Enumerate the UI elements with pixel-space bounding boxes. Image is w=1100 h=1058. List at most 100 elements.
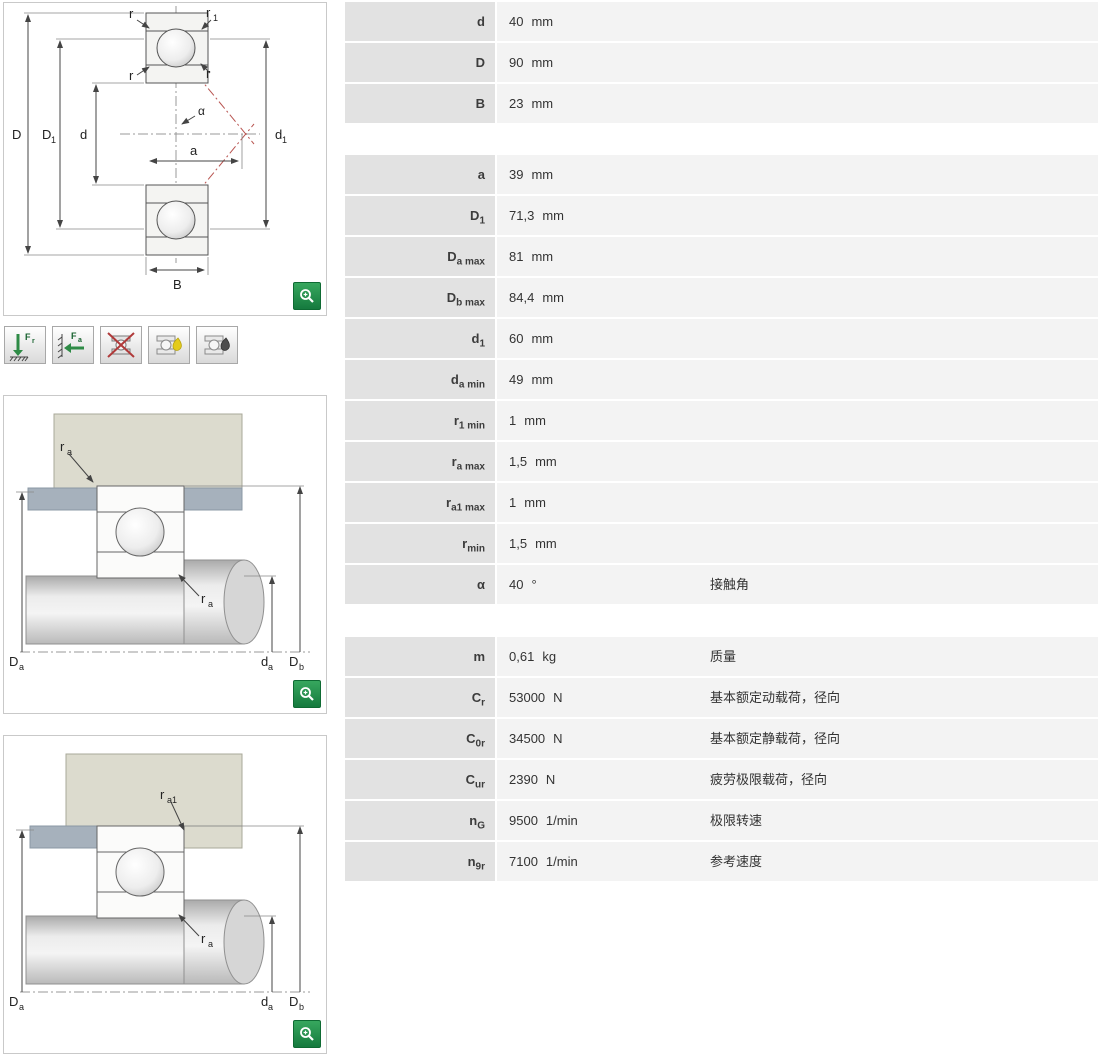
param-value: 49 xyxy=(509,372,524,387)
no-seal-icon[interactable] xyxy=(100,326,142,364)
dim-label-r1: r xyxy=(206,5,211,20)
param-subscript: min xyxy=(467,543,485,555)
param-label: n9r xyxy=(345,842,497,881)
param-symbol: m xyxy=(473,649,485,664)
mounting-drawing-panel-1: r a r a D a d a D b xyxy=(3,395,327,714)
param-value: 7100 xyxy=(509,854,538,869)
dim-label-da: d xyxy=(261,654,268,669)
param-label: D1 xyxy=(345,196,497,235)
param-description: 极限转速 xyxy=(710,813,763,828)
dim-label-r-mid-left: r xyxy=(129,68,134,83)
param-subscript: a min xyxy=(458,379,485,391)
param-label: ra max xyxy=(345,442,497,481)
param-label: da min xyxy=(345,360,497,399)
param-label: Da max xyxy=(345,237,497,276)
param-value: 1 xyxy=(509,495,517,510)
dim-label-d1-sub: 1 xyxy=(282,135,287,145)
radial-load-icon[interactable]: F r xyxy=(4,326,46,364)
dim-label-Da: D xyxy=(9,654,18,669)
param-label: D xyxy=(345,43,497,82)
param-symbol: B xyxy=(475,96,485,111)
dim-label-B: B xyxy=(173,277,182,292)
param-value: 2390 xyxy=(509,772,538,787)
param-description: 质量 xyxy=(710,649,737,664)
dim-label-D1-sub: 1 xyxy=(51,135,56,145)
dim-label-da-sub: a xyxy=(268,662,273,672)
oil-lubrication-icon[interactable] xyxy=(196,326,238,364)
param-label: r1 min xyxy=(345,401,497,440)
dim-label-Db: D xyxy=(289,654,298,669)
param-unit: mm xyxy=(531,96,554,111)
param-unit: ° xyxy=(531,577,537,592)
param-description: 基本额定动载荷，径向 xyxy=(710,690,841,705)
param-value: 40 xyxy=(509,577,524,592)
param-unit: mm xyxy=(535,536,557,551)
param-value: 9500 xyxy=(509,813,538,828)
param-row-body: 1 mm xyxy=(497,483,1098,522)
param-label: B xyxy=(345,84,497,123)
param-unit: mm xyxy=(524,495,546,510)
zoom-button[interactable] xyxy=(293,282,321,310)
param-subscript: a max xyxy=(456,256,485,268)
param-unit: 1/min xyxy=(545,854,578,869)
param-label: Cur xyxy=(345,760,497,799)
dim-label-D1: D xyxy=(42,127,51,142)
svg-text:F: F xyxy=(71,331,77,341)
dim-label-r-mid-right: r xyxy=(206,66,211,81)
param-subscript: a max xyxy=(456,461,485,473)
param-value: 53000 xyxy=(509,690,546,705)
dim-label-ra-bottom: r xyxy=(201,591,206,606)
param-unit: mm xyxy=(531,14,554,29)
param-description: 疲劳极限载荷，径向 xyxy=(710,772,828,787)
svg-text:F: F xyxy=(25,332,31,342)
table-row: Cur 2390 N 疲劳极限载荷，径向 xyxy=(345,760,1098,799)
dim-label-d1: d xyxy=(275,127,282,142)
param-unit: mm xyxy=(531,55,554,70)
dim-label-da: d xyxy=(261,994,268,1009)
dim-label-Da-sub: a xyxy=(19,662,24,672)
axial-load-icon[interactable]: F a xyxy=(52,326,94,364)
dim-label-alpha: α xyxy=(198,104,205,118)
param-unit: mm xyxy=(542,208,564,223)
param-unit: N xyxy=(545,772,556,787)
dim-label-ra-top-sub: a xyxy=(67,447,72,457)
param-symbol: n xyxy=(467,854,476,869)
dim-label-D: D xyxy=(12,127,21,142)
param-unit: N xyxy=(553,731,563,746)
param-value: 84,4 xyxy=(509,290,535,305)
zoom-button[interactable] xyxy=(293,680,321,708)
param-unit: kg xyxy=(542,649,557,664)
dim-label-a: a xyxy=(190,143,198,158)
param-row-body: 7100 1/min 参考速度 xyxy=(497,842,1098,881)
param-symbol: n xyxy=(469,813,478,828)
param-unit: mm xyxy=(531,167,554,182)
mounting-drawing-2: r a1 r a D a d a D b xyxy=(9,753,310,1012)
magnifier-icon xyxy=(300,289,314,303)
param-subscript: 1 xyxy=(479,215,485,227)
param-label: rmin xyxy=(345,524,497,563)
grease-lubrication-icon[interactable] xyxy=(148,326,190,364)
param-subscript: ur xyxy=(475,779,485,791)
param-subscript: 0r xyxy=(475,738,485,750)
dim-label-ra-top: r xyxy=(60,439,65,454)
param-symbol: C xyxy=(466,731,476,746)
table-row: n9r 7100 1/min 参考速度 xyxy=(345,842,1098,881)
param-unit: mm xyxy=(535,454,557,469)
magnifier-icon xyxy=(300,687,314,701)
param-symbol: r xyxy=(453,413,459,428)
param-description: 参考速度 xyxy=(710,854,763,869)
zoom-button[interactable] xyxy=(293,1020,321,1048)
